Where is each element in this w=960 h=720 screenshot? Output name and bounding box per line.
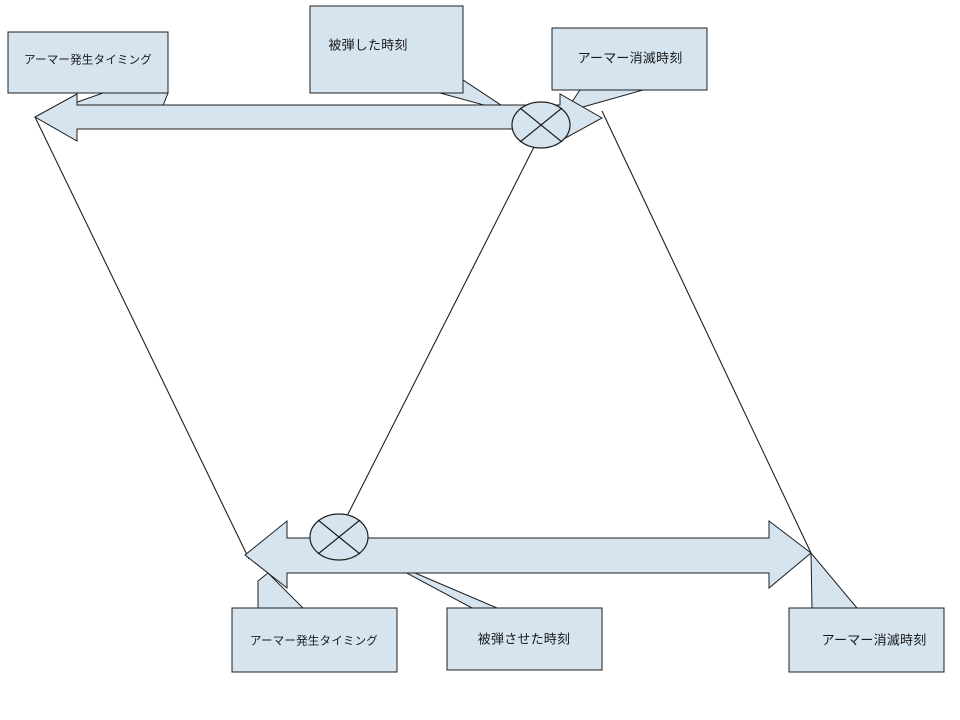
callout-top-left: アーマー発生タイミング bbox=[7, 31, 169, 94]
callout-bottom-center: 被弾させた時刻 bbox=[446, 607, 603, 671]
callout-top-left-box bbox=[7, 31, 169, 94]
callout-bottom-center-box bbox=[446, 607, 603, 671]
callout-top-right: アーマー消滅時刻 bbox=[551, 27, 708, 91]
callout-bottom-right-box bbox=[788, 607, 945, 673]
callout-top-center: 被弾した時刻 bbox=[309, 5, 464, 94]
hit-marker-bottom-cross-b bbox=[317, 519, 361, 555]
callout-top-left-label: アーマー発生タイミング bbox=[24, 53, 152, 67]
armor-duration-bottom-arrow bbox=[244, 519, 812, 590]
diagonal-cross-line bbox=[346, 146, 535, 517]
callout-bottom-right-label: アーマー消滅時刻 bbox=[822, 634, 927, 649]
hit-marker-top-cross-b bbox=[519, 107, 563, 143]
callout-bottom-left-label: アーマー発生タイミング bbox=[250, 634, 378, 648]
callout-bottom-center-label: 被弾させた時刻 bbox=[478, 633, 570, 648]
connector-lines bbox=[34, 110, 812, 560]
callout-top-right-box bbox=[551, 27, 708, 91]
diagonal-left-line bbox=[34, 116, 250, 560]
callout-bottom-left-box bbox=[231, 607, 398, 673]
callout-top-right-label: アーマー消滅時刻 bbox=[578, 52, 683, 67]
callout-top-center-label: 被弾した時刻 bbox=[328, 39, 407, 54]
hit-marker-top bbox=[511, 101, 571, 149]
callout-bottom-right: アーマー消滅時刻 bbox=[788, 607, 945, 673]
callout-top-center-box bbox=[309, 5, 464, 94]
diagonal-right-line bbox=[601, 110, 812, 554]
armor-duration-top-arrow bbox=[33, 93, 604, 142]
callout-bottom-left: アーマー発生タイミング bbox=[231, 607, 398, 673]
hit-marker-bottom bbox=[309, 513, 369, 561]
callout-tail-bottom-right bbox=[810, 551, 859, 609]
